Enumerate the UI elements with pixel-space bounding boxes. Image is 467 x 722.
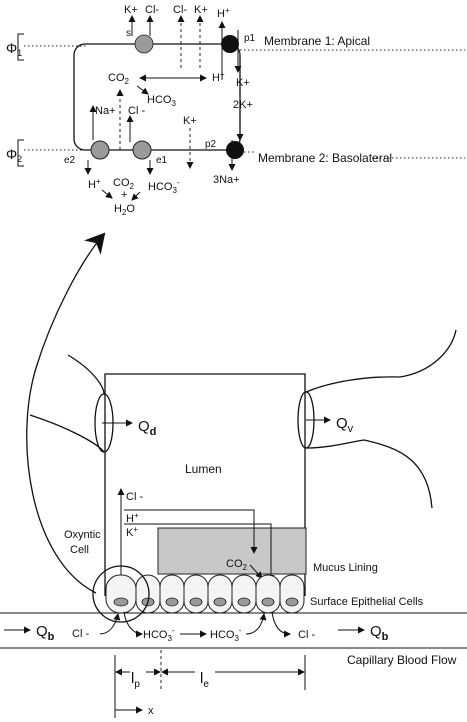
epithelial-cell [207,574,233,614]
membrane1-label: Membrane 1: Apical [264,34,370,48]
magnifier-circle [92,565,150,623]
lumen-label: Lumen [185,462,222,476]
epithelial-cell [255,574,281,614]
inlet-tube-top [67,354,105,395]
co2-cell-label: CO2 [108,72,130,86]
cell-nucleus [237,597,251,607]
e2-label: e2 [64,155,76,166]
magnification-arrow [26,232,106,594]
cl-e1-label: Cl - [128,105,145,117]
cell-nucleus [213,597,227,607]
h-to-mucus-arrow [124,509,258,554]
hco3-to-surface-arrow [245,613,267,635]
epithelial-cell [183,574,209,614]
h-cell-label: H+ [212,70,225,84]
oxyntic-label-1: Oxyntic [64,529,101,541]
exchanger-e1 [132,140,152,160]
le-label: le [200,670,209,690]
cl-uptake-arrow [99,613,121,635]
epithelial-cell-row [105,574,305,614]
h-apical-label: H+ [217,6,230,20]
plus-sign: + [121,189,127,201]
epithelial-cell [135,574,161,614]
h-plus-label: H+ [126,511,139,525]
oxyntic-cell [105,574,137,614]
hco3-to-h2o-arrow [131,191,141,201]
cell-nucleus [261,597,275,607]
epithelial-cell [231,574,257,614]
outlet-tube-top [305,329,457,393]
x-label: x [148,705,154,717]
pump-p2 [226,141,244,159]
co2-baso-label: CO2 [113,177,135,191]
co2-mucus-label: CO2 [226,558,248,572]
k-to-surface-arrow [124,523,275,582]
co2-to-hco3-arrow [136,85,149,95]
co2-to-cell-arrow [249,564,263,579]
cl-left-label: Cl - [72,628,89,640]
hco3-cell-label: HCO3 [147,94,176,108]
hco3-a-label: HCO3- [143,626,175,643]
cell-nucleus [189,597,203,607]
k-plus-label: K+ [126,525,138,539]
hco3-release-arrow [123,611,143,638]
phi2-marker: Φ2 [6,139,24,167]
epithelial-cell [279,574,305,614]
k-p1-out-label: K+ [236,77,250,89]
phi1-label: Φ1 [6,40,22,58]
k-channel-label: K+ [194,4,208,16]
oxyntic-label-2: Cell [70,544,89,556]
h2o-label: H2O [114,203,135,217]
phi2-label: Φ2 [6,146,22,164]
pump-p1 [221,35,239,53]
hco3-b-label: HCO3- [210,626,242,643]
cell-nucleus [113,597,129,607]
k-baso-channel-label: K+ [183,115,197,127]
exchanger-e2 [90,140,110,160]
capillary-label: Capillary Blood Flow [347,653,457,667]
qb-right-label: Qb [370,623,389,643]
surface-label: Surface Epithelial Cells [310,596,424,608]
phi1-marker: Φ1 [6,33,24,61]
na-e2-label: Na+ [95,105,116,117]
cl-apical-label: Cl- [145,4,159,16]
lumen-box [104,373,306,596]
cl-channel-label: Cl- [173,4,187,16]
cell-membrane [73,43,241,151]
symporter-s [134,34,154,54]
e1-label: e1 [156,155,168,166]
cl-minus-label: Cl - [126,491,143,503]
cl-from-surface-arrow [271,611,291,638]
qv-label: Qv [336,415,354,435]
cl-right-label: Cl - [298,629,315,641]
s-label: s [126,28,131,39]
cell-nucleus [285,597,299,607]
epithelial-cell [159,574,185,614]
cell-model: Φ1 Φ2 K+ Cl- Cl- K+ [6,4,465,217]
lumen-model: Qd Qv Lumen Mucus Lining Cl - H+ K+ Oxyn… [0,329,467,718]
three-na-label: 3Na+ [213,174,240,186]
membrane2-label: Membrane 2: Basolateral [258,151,392,165]
mucus-lining [157,527,307,575]
mucus-label: Mucus Lining [313,562,378,574]
cell-nucleus [165,597,179,607]
p1-label: p1 [244,33,256,44]
outlet-tube-bottom [305,439,433,509]
p2-label: p2 [205,139,217,150]
k-apical-label: K+ [124,4,138,16]
two-k-label: 2K+ [233,99,253,111]
lp-label: lp [131,670,140,690]
qd-label: Qd [138,418,156,438]
inlet-tube-bottom [29,414,105,453]
qb-left-label: Qb [36,623,55,643]
hco3-baso-label: HCO3- [148,178,180,195]
h-baso-label: H+ [88,177,101,191]
h-to-h2o-arrow [101,189,113,199]
